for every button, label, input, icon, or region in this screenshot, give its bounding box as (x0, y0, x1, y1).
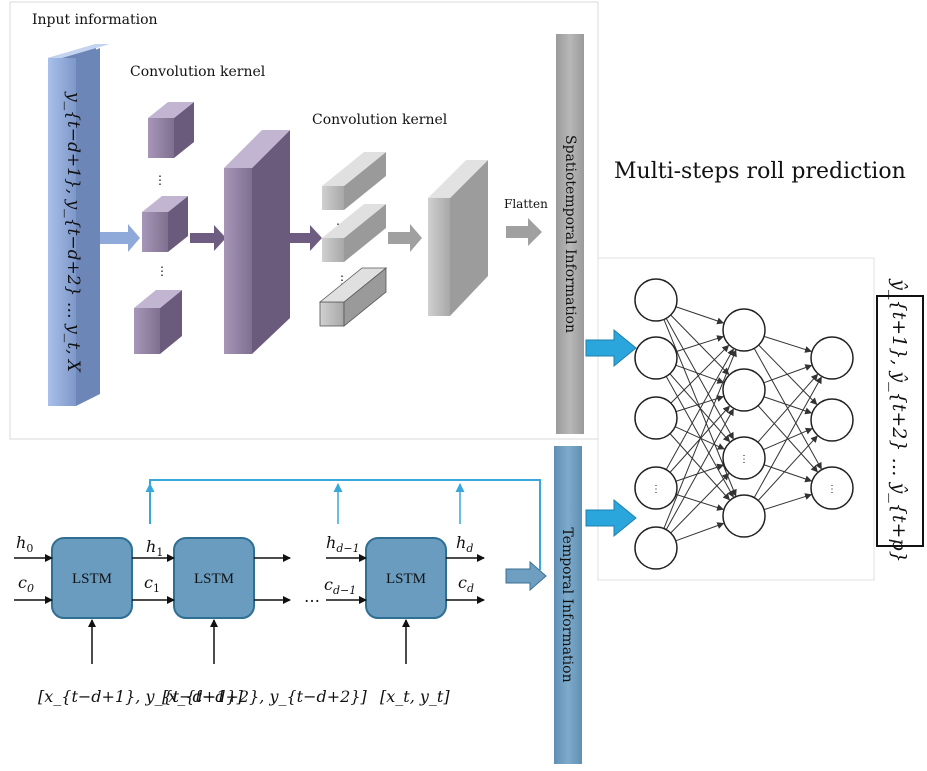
network-connection (763, 464, 813, 483)
network-connection (665, 408, 734, 530)
conv-kernel-label-2: Convolution kernel (312, 112, 448, 128)
lstm-arrows (14, 554, 485, 664)
network-connection (763, 493, 812, 511)
kernel-ellipsis-1: ⋮ (154, 173, 166, 187)
output-vector-label: ŷ_{t+1}, ŷ_{t+2} … ŷ_{t+p} (888, 278, 910, 562)
network-node (810, 336, 854, 380)
lstm-input-1: [x_{t−d+1}, y_{t−d+1}] (38, 687, 244, 706)
network-node (722, 436, 766, 480)
input-information-label: Input information (32, 12, 158, 28)
network-node (722, 368, 766, 412)
arrow-flatten (506, 218, 542, 246)
input-block (48, 44, 110, 406)
arrow-kernel-to-feature (190, 225, 226, 251)
cnn-panel (9, 1, 599, 440)
network-node (634, 526, 678, 570)
arrow-input-to-kernel (100, 224, 140, 252)
temporal-bar (554, 446, 582, 764)
hd-label: hd (456, 533, 473, 555)
network-connection (670, 314, 730, 375)
network-connection (674, 426, 725, 450)
spatiotemporal-bar (556, 34, 584, 434)
output-box (876, 295, 924, 547)
network-connection (675, 335, 724, 353)
lstm-label-2: LSTM (194, 571, 234, 587)
gray-kernel-3 (318, 267, 388, 327)
arrow-lstm-to-temporal (505, 560, 547, 592)
network-connection (670, 344, 730, 404)
h0-label: h0 (16, 533, 33, 555)
network-connection (670, 473, 730, 534)
neural-network: ⋮ ⋮ ⋮ (634, 278, 854, 570)
feature-map-2 (428, 160, 488, 316)
network-connection (675, 306, 725, 325)
gray-kernel-2 (322, 204, 386, 262)
network-connection (753, 376, 822, 498)
network-connection (757, 435, 818, 501)
network-node (722, 308, 766, 352)
feature-map-1 (224, 130, 290, 354)
network-node (634, 278, 678, 322)
hd-1-label: hd−1 (326, 533, 360, 555)
network-node-ellipsis: ⋮ (651, 484, 661, 495)
network-node (810, 398, 854, 442)
kernel-cube-2 (142, 196, 188, 252)
network-connection (675, 522, 725, 542)
c0-label: c0 (18, 573, 34, 595)
cd-1-label: cd−1 (324, 575, 356, 597)
spatiotemporal-label: Spatiotemporal Information (562, 135, 578, 333)
arrow-temporal-to-network (585, 498, 637, 538)
input-vector-label: y_{t−d+1}, y_{t−d+2} … y_t, X (63, 91, 83, 373)
network-connection (763, 427, 813, 451)
lstm-input-3: [x_t, y_t] (380, 687, 450, 706)
lstm-input-2: [x_{t−d+2}, y_{t−d+2}] (162, 687, 368, 706)
lstm-label-3: LSTM (386, 571, 426, 587)
network-node-ellipsis: ⋮ (739, 454, 749, 465)
network-node (634, 336, 678, 380)
network-node-ellipsis: ⋮ (827, 484, 837, 495)
lstm-cell-2 (173, 537, 255, 619)
flatten-label: Flatten (504, 197, 548, 211)
kernel-ellipsis-2: ⋮ (156, 264, 168, 278)
network-node (634, 466, 678, 510)
network-connection (757, 373, 819, 443)
arrow-gray-to-map (388, 224, 422, 252)
network-connection (763, 335, 812, 353)
network-node (810, 466, 854, 510)
network-connection (669, 373, 731, 443)
lstm-cell-1 (51, 537, 133, 619)
network-connection (665, 348, 734, 470)
network-connection (665, 318, 734, 440)
gray-kernel-1 (322, 152, 386, 210)
cell-ellipsis: … (304, 587, 320, 606)
cd-label: cd (458, 573, 474, 595)
conv-kernel-label-1: Convolution kernel (130, 64, 266, 80)
arrow-spatio-to-network (585, 328, 637, 368)
temporal-label: Temporal Information (559, 527, 575, 682)
arrow-feature-to-kernel (290, 225, 322, 251)
lstm-label-1: LSTM (72, 571, 112, 587)
c1-label: c1 (144, 573, 160, 595)
network-connection (675, 493, 724, 511)
multi-step-label: Multi-steps roll prediction (614, 159, 906, 184)
kernel-cube-3 (134, 290, 182, 354)
network-node (634, 396, 678, 440)
kernel-cube-1 (148, 102, 194, 158)
network-connection (663, 349, 737, 529)
h1-label: h1 (146, 537, 163, 559)
network-connection (675, 395, 724, 413)
lstm-cell-3 (365, 537, 447, 619)
network-node (722, 494, 766, 538)
network-connection (763, 364, 813, 384)
